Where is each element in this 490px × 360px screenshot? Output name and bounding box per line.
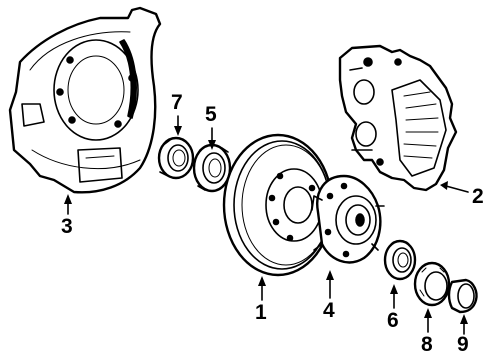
dust-shield [8, 6, 162, 194]
brake-caliper [338, 44, 458, 192]
oil-seal [157, 136, 195, 180]
bearing-cup [383, 239, 417, 281]
callout-dust-shield: 3 [61, 215, 73, 238]
grease-cap [447, 278, 478, 314]
wheel-hub [311, 174, 385, 264]
callout-rotor: 1 [255, 301, 267, 324]
callout-seal: 7 [171, 91, 183, 114]
callout-hub: 4 [323, 299, 335, 322]
outer-bearing [192, 143, 232, 193]
brake-rotor [222, 133, 334, 277]
lock-nut [413, 261, 451, 307]
callout-lock-nut: 8 [421, 333, 433, 356]
callout-cup: 6 [387, 309, 399, 332]
leader-lines [64, 115, 469, 335]
callout-cap: 9 [457, 333, 469, 356]
callout-caliper: 2 [472, 185, 484, 208]
callout-outer-bearing: 5 [205, 103, 217, 126]
